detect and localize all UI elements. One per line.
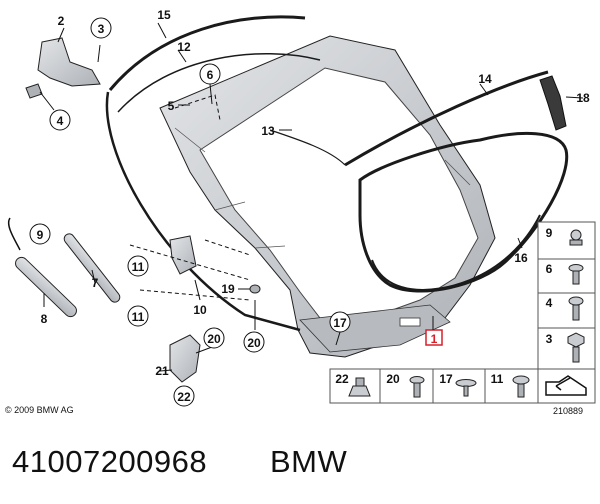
hex-bolt-3-icon (567, 332, 585, 363)
lock-21 (169, 334, 201, 383)
part-number: 41007200968 (12, 444, 208, 479)
buffer-19 (249, 284, 261, 294)
bracket-10 (169, 235, 197, 275)
legend-bottom-17: 17 (439, 372, 453, 386)
seal-13 (269, 129, 346, 166)
copyright-notice: © 2009 BMW AG (5, 405, 74, 415)
callout-11-upper: 11 (132, 260, 145, 274)
callout-16: 16 (514, 251, 528, 265)
fastener-legend-right: 9 6 4 3 (537, 221, 596, 370)
highlight-box-1 (425, 329, 443, 346)
seal-15 (108, 15, 306, 91)
callout-18: 18 (576, 91, 590, 105)
bolt-4-icon (568, 296, 584, 321)
callout-6: 6 (207, 68, 214, 82)
callout-14: 14 (478, 72, 492, 86)
screw-20-icon (409, 376, 425, 398)
callout-4: 4 (57, 114, 64, 128)
callout-22: 22 (177, 390, 191, 404)
callouts: 2 3 4 15 12 6 5 13 14 18 9 7 8 11 11 10 … (29, 8, 590, 407)
seal-12 (117, 53, 321, 113)
assembly-lines (129, 94, 251, 301)
ball-stud-icon (569, 229, 583, 246)
fastener-legend-bottom: 22 20 17 11 (329, 368, 596, 404)
leader-lines (157, 22, 523, 354)
seal-16 (358, 132, 569, 293)
legend-right-3: 3 (546, 332, 553, 346)
callout-13: 13 (261, 124, 275, 138)
exploded-parts-diagram: 2 3 4 15 12 6 5 13 14 18 9 7 8 11 11 10 … (8, 8, 596, 407)
gas-strut-8 (8, 217, 77, 318)
callout-19: 19 (221, 282, 235, 296)
callout-21: 21 (155, 364, 169, 378)
gas-strut-7 (63, 233, 121, 303)
callout-7: 7 (92, 276, 99, 290)
legend-bottom-22: 22 (335, 372, 349, 386)
orientation-arrow-icon (545, 375, 587, 396)
callout-15: 15 (157, 8, 171, 22)
brand-name: BMW (270, 444, 348, 479)
callout-11-lower: 11 (132, 310, 145, 324)
hinge-2 (37, 37, 101, 87)
callout-12: 12 (177, 40, 191, 54)
legend-bottom-11: 11 (491, 372, 504, 386)
callout-10: 10 (193, 303, 207, 317)
callout-5: 5 (168, 99, 175, 113)
callout-2: 2 (58, 14, 65, 28)
legend-right-6: 6 (546, 262, 553, 276)
nut-22-icon (348, 377, 371, 397)
outer-seal-loop (105, 91, 301, 332)
callout-20-right: 20 (247, 336, 261, 350)
legend-right-9: 9 (546, 226, 553, 240)
callout-8: 8 (41, 312, 48, 326)
seal-14 (344, 70, 549, 167)
clip-17-icon (455, 379, 477, 397)
hinge-bolt-4 (25, 83, 43, 99)
screw-6-icon (568, 264, 584, 285)
callout-9: 9 (37, 228, 44, 242)
legend-bottom-20: 20 (386, 372, 400, 386)
drawing-number: 210889 (553, 406, 584, 416)
callout-20-left: 20 (207, 332, 221, 346)
callout-1: 1 (431, 332, 438, 346)
seal-lines (105, 15, 569, 332)
callout-17: 17 (333, 316, 347, 330)
callout-3: 3 (98, 22, 105, 36)
corner-trim-18 (539, 75, 567, 131)
screw-11-icon (512, 375, 530, 398)
legend-right-4: 4 (546, 296, 553, 310)
